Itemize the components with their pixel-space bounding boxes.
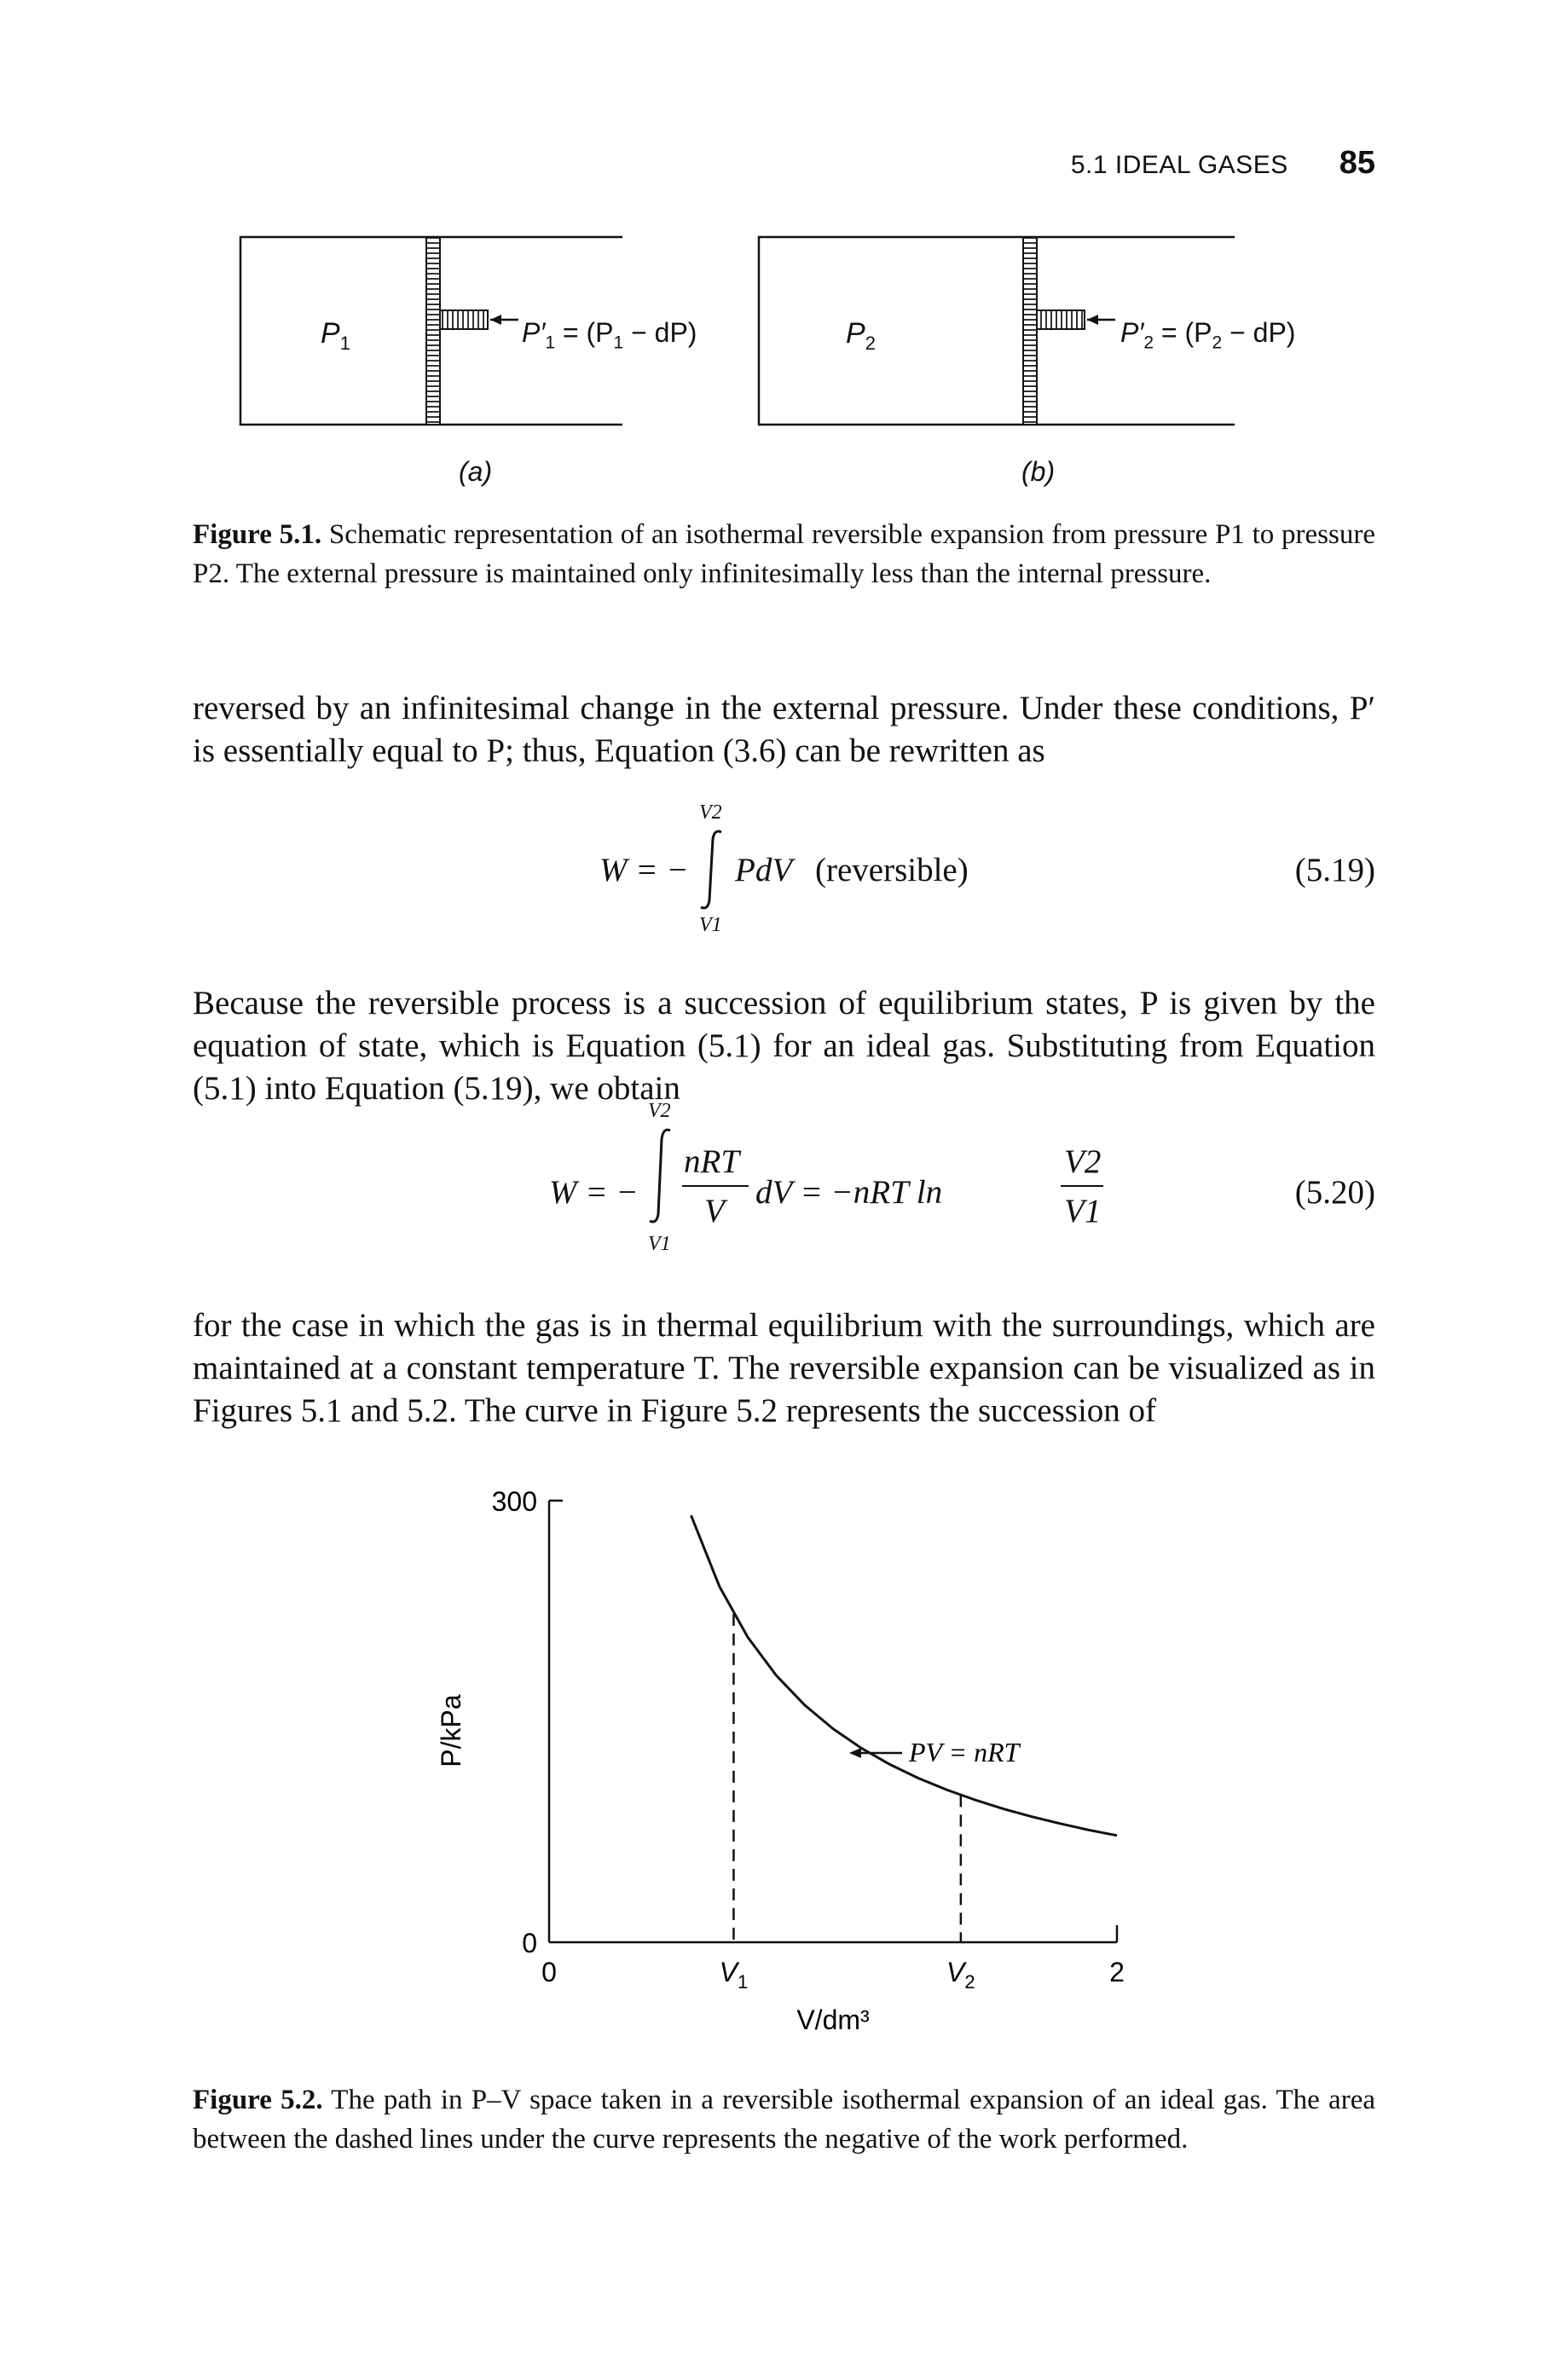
cylinder-a: [239, 235, 622, 426]
piston-b: [1022, 236, 1038, 425]
figure-5-2-caption-text: The path in P–V space taken in a reversi…: [193, 2085, 1375, 2155]
x-tick-label-0: 0: [541, 1957, 557, 1987]
paragraph-1: reversed by an infinitesimal change in t…: [193, 690, 1375, 769]
label-p1-inside: P1: [321, 317, 350, 354]
figure-5-1-caption-text: Schematic representation of an isotherma…: [193, 519, 1375, 589]
paragraph-3: for the case in which the gas is in ther…: [193, 1307, 1375, 1429]
eq520-upper-limit: V2: [648, 1100, 671, 1122]
equation-5-19: W = − V2 V1 PdV (reversible) (5.19): [193, 801, 1375, 946]
figure-5-1: [239, 235, 1235, 426]
panel-tag-b: (b): [1021, 456, 1056, 487]
y-tick-label-300: 300: [492, 1486, 537, 1517]
eq519-number: (5.19): [1294, 852, 1375, 888]
eq520-denominator: V: [704, 1193, 725, 1229]
integral-sign: [649, 1128, 671, 1223]
figure-5-1-caption-label: Figure 5.1.: [193, 519, 322, 550]
annotation-arrowhead: [849, 1748, 861, 1758]
eq520-rhs: dV = −nRT ln: [755, 1174, 943, 1211]
eq520-number: (5.20): [1294, 1174, 1375, 1211]
piston-a: [425, 236, 441, 425]
figure-5-1-caption: Figure 5.1. Schematic representation of …: [193, 515, 1375, 593]
label-p1-external: P′1 = (P1 − dP): [522, 317, 697, 353]
piston-rod-a: [439, 309, 489, 330]
x-tick-label-v2: V2: [946, 1957, 975, 1993]
eq519-lhs: W = −: [599, 852, 689, 888]
page-number: 85: [1339, 145, 1375, 181]
figure-5-2-chart: 300 0 0 V1 V2 2 V/dm³ P/kPa PV = nRT: [436, 1486, 1125, 2035]
eq520-frac-num: V2: [1064, 1143, 1102, 1180]
eq520-lhs: W = −: [549, 1174, 639, 1211]
integral-sign: [700, 830, 722, 910]
eq519-integrand: PdV: [735, 852, 793, 888]
fraction-bar: [682, 1185, 749, 1187]
x-tick-label-2: 2: [1109, 1957, 1125, 1987]
y-axis-label: P/kPa: [436, 1694, 466, 1767]
label-p2-external: P′2 = (P2 − dP): [1120, 317, 1296, 353]
equation-5-20: W = − V2 V1 nRT V dV = −nRT ln V2 V1 (5.…: [193, 1100, 1375, 1270]
piston-rod-b: [1036, 309, 1085, 330]
panel-tag-a: (a): [459, 456, 493, 487]
eq520-numerator: nRT: [684, 1143, 740, 1180]
isotherm-curve: [690, 1514, 1118, 1837]
x-axis-label: V/dm³: [796, 2004, 870, 2035]
paragraph-2: Because the reversible process is a succ…: [193, 985, 1375, 1107]
label-p2-inside: P2: [846, 317, 876, 354]
section-title: 5.1 IDEAL GASES: [1070, 151, 1288, 179]
curve-annotation: PV = nRT: [908, 1737, 1021, 1767]
eq520-lower-limit: V1: [648, 1233, 671, 1255]
x-tick-label-v1: V1: [720, 1957, 749, 1993]
eq519-upper-limit: V2: [699, 801, 722, 824]
figure-5-2-caption: Figure 5.2. The path in P–V space taken …: [193, 2080, 1375, 2159]
eq519-note: (reversible): [815, 852, 969, 888]
fraction-bar: [1061, 1185, 1103, 1187]
cylinder-b: [757, 235, 1235, 426]
eq519-lower-limit: V1: [699, 914, 722, 936]
running-header: 5.1 IDEAL GASES 85: [1071, 145, 1375, 188]
y-tick-label-0: 0: [522, 1928, 537, 1958]
figure-5-2-caption-label: Figure 5.2.: [193, 2085, 323, 2115]
eq520-frac-den: V1: [1064, 1193, 1102, 1229]
